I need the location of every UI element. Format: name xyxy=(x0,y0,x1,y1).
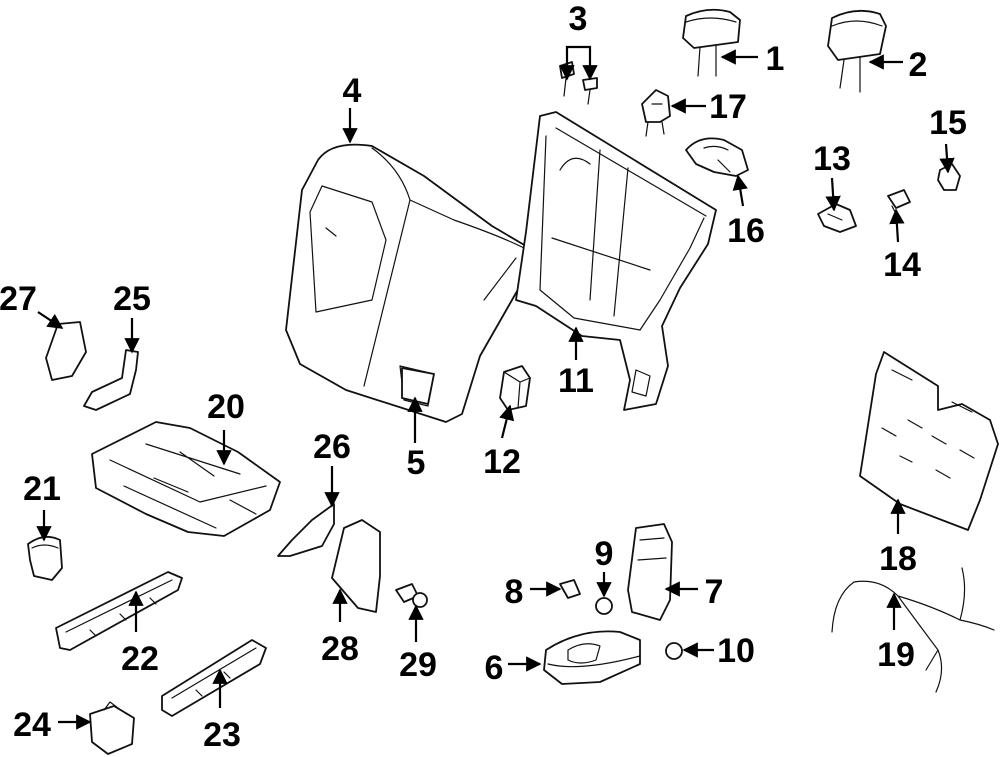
leader-15 xyxy=(939,143,955,174)
callout-1: 1 xyxy=(766,40,785,78)
callout-27: 27 xyxy=(0,280,37,318)
callout-9: 9 xyxy=(595,535,614,573)
part-22-rail xyxy=(55,571,183,651)
leader-14 xyxy=(889,208,905,243)
callout-26: 26 xyxy=(313,428,351,466)
callout-3: 3 xyxy=(569,0,588,38)
callout-8: 8 xyxy=(505,573,524,611)
part-18-back-panel xyxy=(859,351,999,531)
part-17-headrest-guide xyxy=(641,89,671,137)
callout-5: 5 xyxy=(407,444,426,482)
callout-10: 10 xyxy=(717,632,755,670)
part-6-armrest xyxy=(543,630,641,685)
part-14-bolt xyxy=(887,189,911,215)
part-4-seat-back xyxy=(285,143,527,423)
part-11-seat-frame xyxy=(515,111,717,411)
callout-11: 11 xyxy=(558,362,594,400)
part-26-bracket xyxy=(277,503,335,557)
callout-21: 21 xyxy=(23,470,61,508)
callout-16: 16 xyxy=(727,212,765,250)
part-21-bushing xyxy=(27,535,63,581)
part-1-headrest xyxy=(682,8,741,77)
part-16-bracket xyxy=(685,137,749,177)
callout-13: 13 xyxy=(813,140,851,178)
part-13-clip xyxy=(817,203,857,233)
part-12-block xyxy=(499,365,531,411)
leader-13 xyxy=(825,177,841,212)
leader-27 xyxy=(37,311,64,329)
callout-18: 18 xyxy=(879,540,917,578)
callout-25: 25 xyxy=(113,280,151,318)
callout-22: 22 xyxy=(121,640,159,678)
part-2-headrest xyxy=(827,9,887,93)
leader-12 xyxy=(499,404,515,439)
part-8-bolt xyxy=(559,579,581,599)
callout-4: 4 xyxy=(343,72,362,110)
part-27-cover xyxy=(45,321,87,381)
callout-24: 24 xyxy=(13,706,51,744)
part-23-rail xyxy=(161,639,267,717)
callout-19: 19 xyxy=(877,636,915,674)
leader-lines xyxy=(36,45,955,730)
callout-29: 29 xyxy=(399,646,437,684)
leader-3 xyxy=(559,45,598,81)
callout-23: 23 xyxy=(203,716,241,754)
leader-16 xyxy=(732,174,748,207)
callout-28: 28 xyxy=(321,630,359,668)
callout-numbers: 1 2 3 4 5 6 7 8 9 10 11 12 13 14 15 16 1… xyxy=(0,0,967,754)
part-10-cap xyxy=(665,642,683,660)
part-3-bolts xyxy=(559,61,598,105)
part-29-bolt xyxy=(395,583,428,608)
callout-15: 15 xyxy=(929,104,967,142)
part-5-patch xyxy=(401,367,435,405)
part-25-bracket xyxy=(83,349,139,411)
callout-7: 7 xyxy=(705,573,724,611)
part-7-panel xyxy=(627,523,673,621)
callout-6: 6 xyxy=(485,649,504,687)
callout-17: 17 xyxy=(709,88,747,126)
part-9-nut xyxy=(595,597,613,615)
callout-2: 2 xyxy=(909,46,928,84)
part-20-seat-base xyxy=(91,421,281,537)
callout-12: 12 xyxy=(483,443,521,481)
callout-20: 20 xyxy=(207,388,245,426)
part-15-clip xyxy=(937,163,961,191)
callout-14: 14 xyxy=(883,246,921,284)
part-24-bracket xyxy=(89,701,135,755)
